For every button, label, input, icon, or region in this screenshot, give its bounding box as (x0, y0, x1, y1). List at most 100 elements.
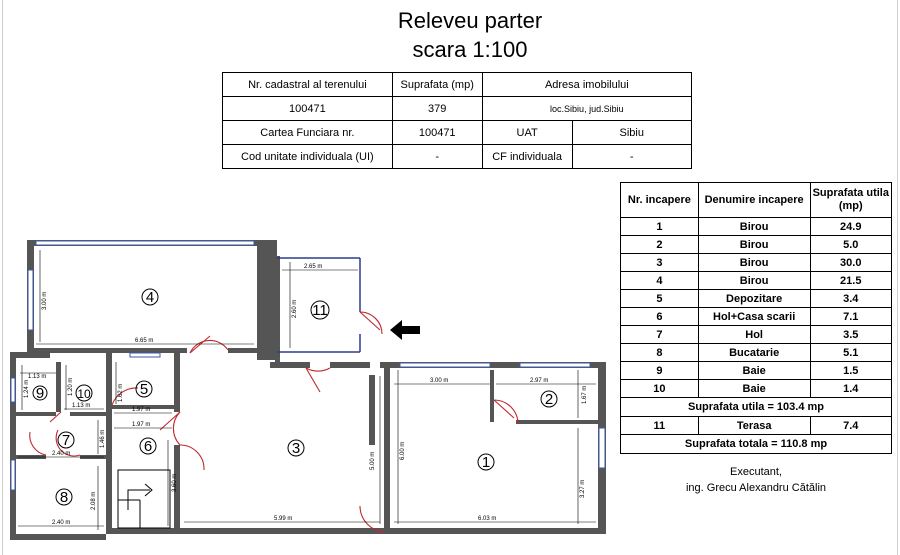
room-area: 3.4 (809, 289, 893, 308)
room-area: 5.0 (809, 235, 893, 254)
dim-label: 1.13 m (72, 403, 90, 409)
svg-text:10: 10 (77, 387, 91, 401)
room-marker-6: 6 (139, 437, 157, 455)
room-number: 10 (620, 379, 699, 398)
room-marker-5: 5 (135, 380, 153, 398)
room-area: 24.9 (809, 217, 893, 236)
room-marker-8: 8 (55, 488, 73, 506)
floor-plan: 6.65 m 3.00 m 2.65 m 2.60 m 3.00 m 2.97 … (10, 240, 606, 540)
room-name: Depozitare (697, 289, 811, 308)
room-name: Birou (697, 271, 811, 290)
terrace-name: Terasa (697, 416, 811, 435)
svg-text:4: 4 (146, 289, 154, 306)
room-area: 21.5 (809, 271, 893, 290)
dim-label: 3.00 m (42, 292, 48, 310)
room-area: 30.0 (809, 253, 893, 272)
room-area: 1.4 (809, 379, 893, 398)
room-number: 9 (620, 361, 699, 380)
room-name: Hol+Casa scarii (697, 307, 811, 326)
room-marker-11: 11 (310, 300, 330, 320)
room-number: 1 (620, 217, 699, 236)
table-row: Cartea Funciara nr. 100471 UAT Sibiu (222, 120, 693, 145)
total-row: Suprafata totala = 110.8 mp (620, 434, 892, 454)
dim-label: 1.20 m (68, 378, 74, 396)
sheet-border-left (2, 0, 3, 555)
room-number: 8 (620, 343, 699, 362)
dim-label: 2.97 m (530, 378, 548, 384)
dim-label: 2.40 m (52, 451, 70, 457)
dim-label: 5.00 m (370, 452, 376, 470)
dim-label: 3.27 m (580, 480, 586, 498)
dimension-labels: 6.65 m 3.00 m 2.65 m 2.60 m 3.00 m 2.97 … (24, 264, 588, 526)
dim-label: 6.00 m (400, 442, 406, 460)
room-marker-9: 9 (32, 385, 48, 402)
dim-label: 1.62 m (118, 384, 124, 402)
room-marker-10: 10 (75, 384, 93, 402)
executant-label: Executant, (730, 466, 782, 478)
room-area: 7.1 (809, 307, 893, 326)
table-row: 100471 379 loc.Sibiu, jud.Sibiu (222, 96, 693, 121)
room-schedule-table: Nr. incapere Denumire incapere Suprafata… (620, 182, 893, 454)
room-area: 3.5 (809, 325, 893, 344)
dim-label: 6.65 m (135, 338, 153, 344)
header-area: Suprafata (mp) (391, 72, 483, 97)
header-room-number: Nr. incapere (620, 182, 699, 218)
svg-text:3: 3 (292, 440, 300, 457)
plan-walls (10, 240, 606, 540)
dim-label: 1.67 m (582, 386, 588, 404)
room-number: 4 (620, 271, 699, 290)
room-number: 5 (620, 289, 699, 308)
staircase (117, 469, 171, 529)
executant-name: ing. Grecu Alexandru Cătălin (685, 482, 827, 494)
room-marker-3: 3 (287, 439, 305, 457)
room-name: Baie (697, 379, 811, 398)
room-marker-1: 1 (477, 453, 495, 471)
room-markers: 4 11 3 1 2 5 6 7 8 9 10 (32, 288, 558, 506)
svg-text:9: 9 (36, 385, 44, 402)
label-land-book: Cartea Funciara nr. (222, 120, 393, 145)
plan-windows (10, 240, 606, 491)
header-room-name: Denumire incapere (697, 182, 811, 218)
room-name: Birou (697, 235, 811, 254)
room-marker-7: 7 (57, 431, 75, 449)
plan-doors (29, 311, 519, 533)
dim-label: 1.46 m (100, 430, 106, 448)
svg-text:8: 8 (60, 489, 68, 506)
property-address: loc.Sibiu, jud.Sibiu (481, 96, 693, 121)
room-marker-2: 2 (540, 390, 558, 408)
svg-text:2: 2 (545, 391, 553, 408)
header-useful-area: Suprafata utila (mp) (809, 182, 893, 218)
svg-text:7: 7 (62, 432, 70, 449)
table-row: Cod unitate individuala (UI) - CF indivi… (222, 144, 693, 169)
room-name: Hol (697, 325, 811, 344)
header-cadastral: Nr. cadastral al terenului (222, 72, 393, 97)
unit-code-value: - (391, 144, 483, 169)
table-header-row: Nr. incapere Denumire incapere Suprafata… (620, 182, 893, 218)
terrace-area: 7.4 (809, 416, 893, 435)
cadastral-number: 100471 (222, 96, 393, 121)
label-individual-cf: CF individuala (481, 144, 573, 169)
dim-label: 6.03 m (478, 516, 496, 522)
dim-label: 1.97 m (132, 422, 150, 428)
subtotal-row: Suprafata utila = 103.4 mp (620, 397, 892, 417)
svg-text:11: 11 (312, 302, 328, 319)
individual-cf-value: - (571, 144, 693, 169)
room-area: 5.1 (809, 343, 893, 362)
dim-label: 2.40 m (52, 520, 70, 526)
dim-label: 2.60 m (292, 300, 298, 318)
room-number: 3 (620, 253, 699, 272)
property-info-table: Nr. cadastral al terenului Suprafata (mp… (222, 72, 693, 169)
header-address: Adresa imobilului (481, 72, 693, 97)
room-name: Bucatarie (697, 343, 811, 362)
